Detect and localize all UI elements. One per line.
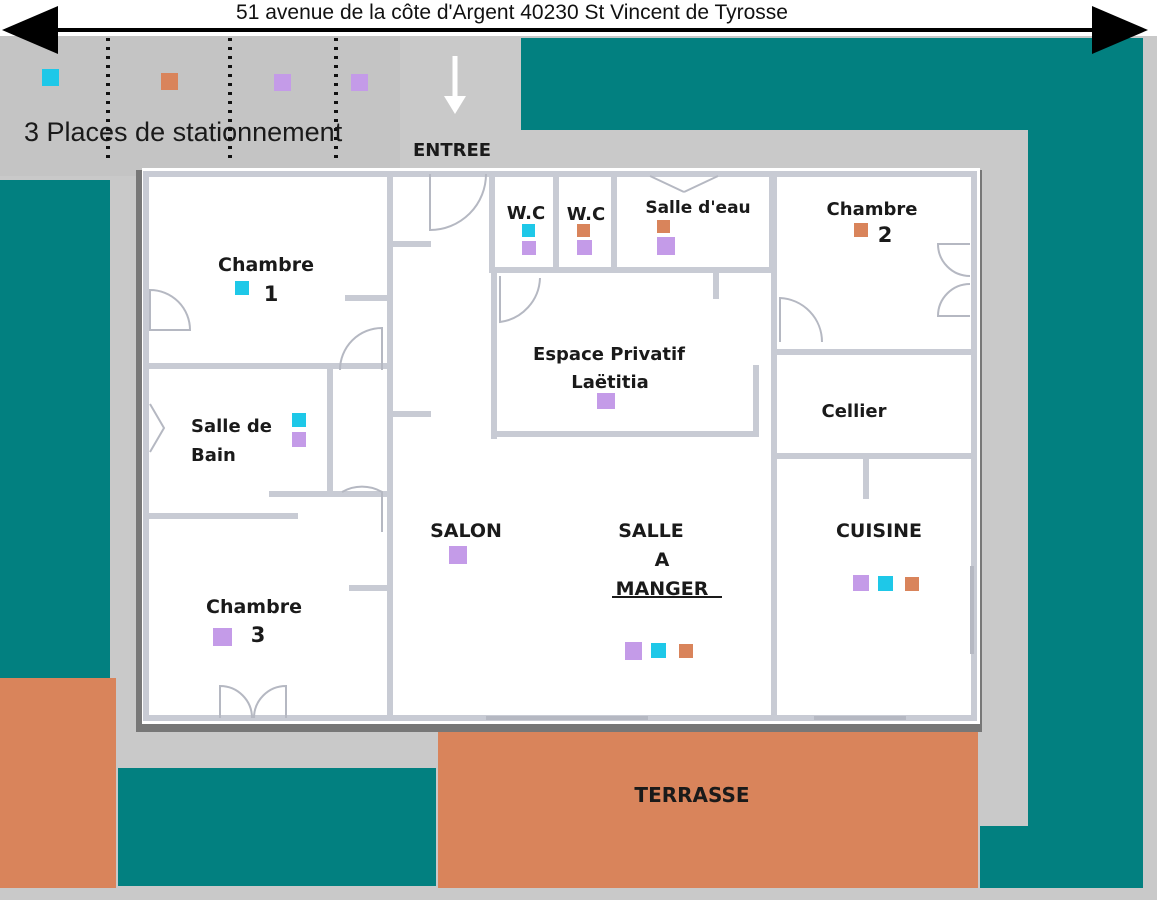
marker-orange [679,644,693,658]
parking-area [0,36,400,176]
garden-right [1028,168,1143,888]
garden-bottom-left [118,768,436,886]
marker-violet [853,575,869,591]
marker-violet [449,546,467,564]
room-label-chambre-1: Chambre [218,254,314,276]
room-label-laetitia: Laëtitia [571,372,649,393]
marker-violet [625,642,642,660]
room-labels: Chambre 1 Chambre 2 Chambre 3 W.C W.C Sa… [191,198,922,647]
marker-orange [657,220,670,233]
room-number-2: 2 [878,223,893,247]
walls [143,171,977,721]
markers [42,69,919,660]
room-label-wc-2: W.C [567,204,605,225]
garden-bottom-right [980,826,1030,888]
marker-violet [597,393,615,409]
terrace [438,732,978,888]
entrance-label: ENTREE [413,140,491,161]
terrace-left [0,678,116,888]
marker-orange [905,577,919,591]
marker-cyan [651,643,666,658]
parking-label: 3 Places de stationnement [24,117,343,147]
marker-orange [577,224,590,237]
room-label-salon: SALON [430,520,502,542]
marker-cyan [42,69,59,86]
room-label-salle-de-bain-1: Salle de [191,416,272,437]
marker-violet [274,74,291,91]
room-label-a: A [655,549,670,571]
marker-cyan [292,413,306,427]
door-swings [149,173,974,720]
room-label-cuisine: CUISINE [836,520,922,542]
room-number-3: 3 [251,623,266,647]
room-label-salle: SALLE [618,520,684,542]
room-number-1: 1 [264,282,279,306]
entrance-arrow-icon [444,96,466,114]
room-label-manger: MANGER [616,578,709,600]
marker-violet [657,237,675,255]
marker-violet [292,432,306,447]
garden-top-right [1028,130,1143,168]
address-label: 51 avenue de la côte d'Argent 40230 St V… [236,1,788,24]
marker-cyan [235,281,249,295]
marker-orange [161,73,178,90]
room-label-wc-1: W.C [507,203,545,224]
room-label-chambre-2: Chambre [827,199,918,220]
marker-violet [213,628,232,646]
marker-violet [577,240,592,255]
room-label-salle-eau: Salle d'eau [645,198,750,218]
garden-left [0,180,110,678]
marker-cyan [878,576,893,591]
marker-violet [351,74,368,91]
garden-top [521,38,1143,130]
house-floor [142,168,980,724]
room-label-salle-de-bain-2: Bain [191,445,236,466]
terrace-label: TERRASSE [634,783,749,807]
room-label-cellier: Cellier [821,401,886,422]
marker-orange [854,223,868,237]
marker-cyan [522,224,535,237]
room-label-chambre-3: Chambre [206,596,302,618]
marker-violet [522,241,536,255]
room-label-espace-privatif: Espace Privatif [533,344,685,365]
